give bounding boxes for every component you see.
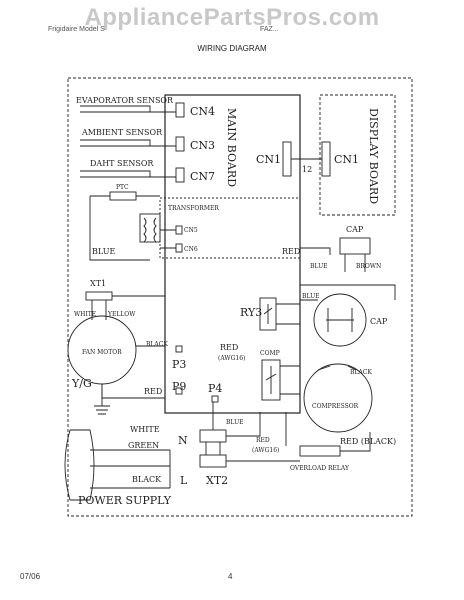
cn6-connector — [175, 243, 183, 253]
ptc-element — [109, 191, 137, 201]
display-board-box — [319, 94, 396, 216]
xt1-label: XT1 — [90, 279, 106, 288]
compressor-capacitor — [313, 293, 367, 347]
ptc-label: PTC — [116, 184, 129, 191]
power-supply-label: POWER SUPPLY — [78, 494, 172, 507]
watermark: AppliancePartsPros.com — [84, 4, 380, 31]
transformer-coil — [139, 213, 161, 243]
red-center-label: RED — [220, 343, 238, 352]
cn4-connector — [175, 102, 185, 118]
comp-label: COMP — [260, 350, 280, 357]
cn7-label: CN7 — [190, 170, 215, 183]
cn1-main-label: CN1 — [256, 153, 281, 166]
page-title: WIRING DIAGRAM — [197, 44, 267, 53]
xt2-terminal-top — [199, 429, 227, 443]
p3-connector — [175, 345, 183, 353]
p9-label: P9 — [172, 380, 186, 393]
cn3-connector — [175, 136, 185, 152]
p3-label: P3 — [172, 358, 186, 371]
cn5-label: CN5 — [184, 227, 198, 234]
blue-wire-label-left: BLUE — [92, 247, 115, 256]
green-ps-wire-label: GREEN — [128, 441, 159, 450]
evaporator-sensor-label: EVAPORATOR SENSOR — [76, 96, 174, 105]
blue-ry3-wire-label: BLUE — [302, 293, 320, 300]
compressor-cap-label: CAP — [370, 317, 388, 326]
fan-motor-label: FAN MOTOR — [82, 349, 122, 356]
white-ps-wire-label: WHITE — [130, 425, 160, 434]
p4-label: P4 — [208, 382, 222, 395]
cn1-display-connector — [321, 141, 331, 177]
diagram-border — [67, 77, 413, 517]
daht-sensor-label: DAHT SENSOR — [90, 159, 154, 168]
p4-connector — [211, 395, 219, 403]
cn1-main-connector — [282, 141, 292, 177]
brown-cap-wire-label: BROWN — [356, 263, 381, 270]
footer-page-number: 4 — [228, 572, 233, 581]
power-plug — [64, 429, 71, 501]
yellow-xt1-wire-label: YELLOW — [107, 311, 136, 318]
black-ps-wire-label: BLACK — [132, 475, 162, 484]
main-board-label: MAIN BOARD — [225, 108, 238, 187]
cn6-label: CN6 — [184, 246, 198, 253]
black-fan-wire-label: BLACK — [146, 341, 168, 348]
top-cap-label: CAP — [346, 225, 364, 234]
xt2-label: XT2 — [206, 474, 228, 487]
blue-bottom-wire-label: BLUE — [226, 419, 244, 426]
white-xt1-wire-label: WHITE — [74, 311, 96, 318]
compressor-label: COMPRESSOR — [312, 403, 359, 410]
l-terminal-label: L — [180, 474, 188, 487]
wire-12-label: 12 — [302, 165, 312, 174]
red-black-wire-label: RED (BLACK) — [340, 437, 396, 446]
cn1-display-label: CN1 — [334, 153, 359, 166]
xt2-terminal-bottom — [199, 454, 227, 468]
header-model-text: Frigidaire Model S — [48, 26, 105, 33]
ambient-sensor-label: AMBIENT SENSOR — [81, 128, 163, 137]
yg-ground-label: Y/G — [71, 377, 92, 390]
ry3-label: RY3 — [240, 306, 262, 319]
header-model-code: FAZ... — [260, 26, 279, 33]
black-comp-wire-label: BLACK — [350, 369, 372, 376]
cn5-connector — [175, 225, 183, 235]
blue-cap-wire-label: BLUE — [310, 263, 328, 270]
xt1-terminal — [85, 291, 113, 301]
awg-center-label: (AWG16) — [218, 355, 245, 362]
p9-connector — [175, 387, 183, 395]
overload-relay-label: OVERLOAD RELAY — [290, 465, 350, 472]
top-capacitor — [339, 237, 371, 255]
awg-bottom-label: (AWG16) — [252, 447, 279, 454]
comp-relay — [261, 359, 281, 401]
overload-relay — [299, 445, 341, 457]
red-wire-label-right: RED — [282, 247, 300, 256]
cn3-label: CN3 — [190, 139, 215, 152]
cn4-label: CN4 — [190, 105, 215, 118]
transformer-label: TRANSFORMER — [168, 205, 219, 212]
display-board-label: DISPLAY BOARD — [367, 108, 380, 204]
red-fan-wire-label: RED — [144, 387, 162, 396]
compressor-circle — [303, 363, 373, 433]
n-terminal-label: N — [178, 434, 188, 447]
red-bottom-wire-label: RED — [256, 437, 270, 444]
footer-date: 07/06 — [20, 572, 41, 581]
cn7-connector — [175, 167, 185, 183]
ry3-relay — [259, 297, 277, 331]
